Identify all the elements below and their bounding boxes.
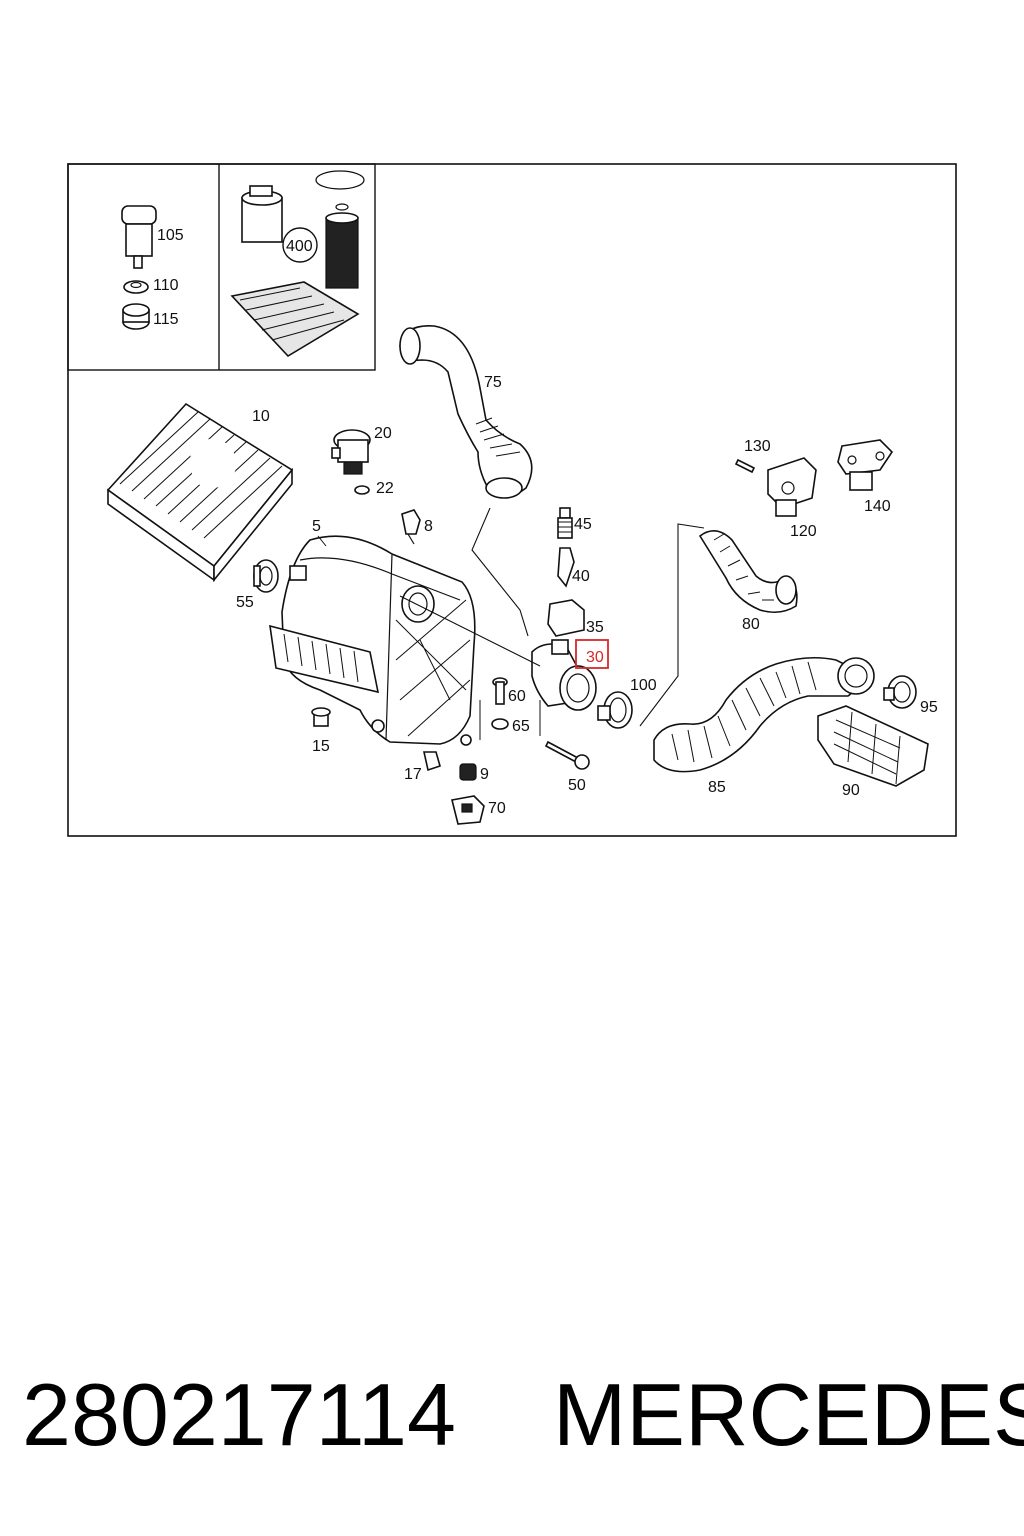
part-60-screw[interactable] [492,677,508,705]
part-65-nut[interactable] [491,718,509,730]
brand-name: MERCEDES [553,1365,1024,1464]
part-17-clip[interactable] [423,751,441,772]
label-65: 65 [512,718,530,735]
label-17: 17 [404,766,422,783]
part-120-pressure-sensor[interactable] [767,457,817,517]
inset-frame [67,163,376,371]
label-100: 100 [630,677,657,694]
label-115: 115 [153,311,179,328]
label-95: 95 [920,699,938,716]
label-70: 70 [488,800,506,817]
label-120: 120 [790,523,817,540]
label-55: 55 [236,594,254,611]
label-20: 20 [374,425,392,442]
diagram-frame [67,163,957,837]
leader-30 [399,595,541,667]
part-30-air-mass-sensor[interactable] [531,639,597,711]
part-15-nut[interactable] [311,707,331,727]
label-9: 9 [480,766,489,783]
label-22: 22 [376,480,394,497]
label-40: 40 [572,568,590,585]
label-30: 30 [586,649,604,666]
leader-75 [471,507,529,637]
part-115-grommet[interactable] [122,303,150,330]
part-8-clip[interactable] [401,509,421,545]
part-95-hose-clamp[interactable] [883,675,917,709]
parts-diagram: 105 110 115 400 75 10 20 22 5 8 55 45 40… [67,163,957,837]
part-9-bushing[interactable] [459,763,477,781]
part-70-bracket[interactable] [451,795,485,825]
part-130-screw[interactable] [734,458,756,474]
part-40-connector[interactable] [557,547,575,588]
part-85-air-hose[interactable] [653,656,875,773]
part-number: 280217114 [22,1365,456,1464]
part-10-air-filter[interactable] [106,402,294,583]
part-35-sensor-plug[interactable] [547,599,585,637]
label-50: 50 [568,777,586,794]
part-55-grommet[interactable] [253,559,279,593]
part-400-badge [282,227,318,263]
label-35: 35 [586,619,604,636]
label-105: 105 [157,227,184,244]
part-22-washer[interactable] [354,485,370,495]
part-90-air-duct[interactable] [817,705,929,787]
part-105-plug[interactable] [121,205,157,269]
label-10: 10 [252,408,270,425]
label-130: 130 [744,438,771,455]
part-20-valve[interactable] [331,429,371,475]
part-75-intake-duct[interactable] [399,325,533,499]
label-5: 5 [312,518,321,535]
part-110-washer[interactable] [123,280,149,294]
leader-5 [317,535,327,547]
label-90: 90 [842,782,860,799]
part-80-hose[interactable] [698,530,798,614]
part-400-service-kit[interactable] [230,170,365,358]
part-45-bolt[interactable] [557,507,573,539]
part-5-filter-housing[interactable] [269,535,476,746]
footer-caption: 280217114 MERCEDES [0,1360,1024,1470]
label-75: 75 [484,374,502,391]
label-85: 85 [708,779,726,796]
label-60: 60 [508,688,526,705]
leader-80-85 [639,523,705,727]
label-140: 140 [864,498,891,515]
part-30-highlight-box [575,639,609,669]
label-80: 80 [742,616,760,633]
label-8: 8 [424,518,433,535]
part-50-bolt[interactable] [544,740,590,770]
label-400: 400 [286,238,313,255]
label-45: 45 [574,516,592,533]
part-100-hose-clamp[interactable] [597,691,633,729]
label-110: 110 [153,277,179,294]
part-140-sensor[interactable] [837,439,894,491]
label-15: 15 [312,738,330,755]
